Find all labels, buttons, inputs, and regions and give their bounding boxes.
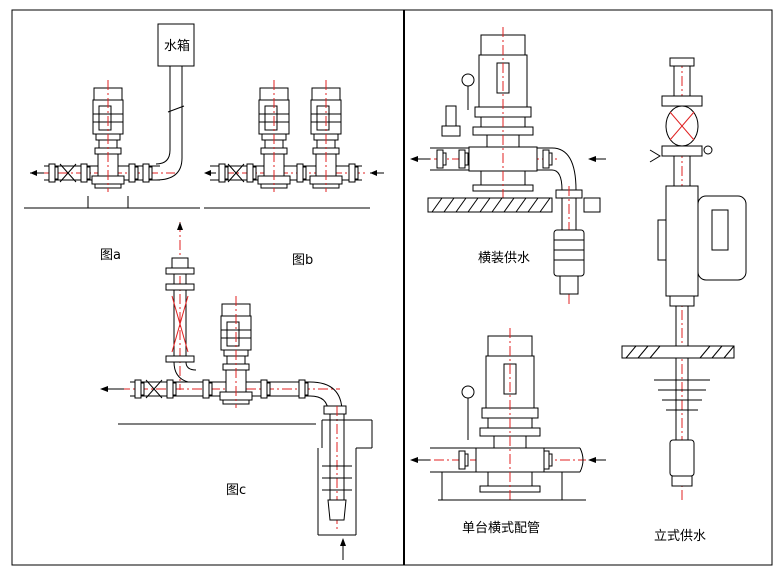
single-horizontal-piping: 单台横式配管 <box>410 327 606 536</box>
outer-frame <box>11 9 773 566</box>
tank-label: 水箱 <box>164 38 190 54</box>
pump-single <box>475 327 545 501</box>
pump-horizontal <box>468 26 538 200</box>
pump-b-1 <box>257 79 291 193</box>
horizontal-supply: 横装供水 <box>410 26 606 306</box>
vertical-supply-label: 立式供水 <box>654 529 706 544</box>
vertical-supply: 立式供水 <box>621 57 747 544</box>
horizontal-supply-label: 横装供水 <box>478 251 530 266</box>
figure-c: 图c <box>100 222 373 560</box>
fig-c-label: 图c <box>226 483 246 498</box>
figure-b: 图b <box>204 79 384 268</box>
floor-slab-2 <box>621 345 735 359</box>
pump-b-2 <box>309 79 343 193</box>
pump-a <box>91 79 125 193</box>
water-tank <box>157 23 195 67</box>
figure-a: 水箱 图a <box>24 23 200 263</box>
fig-a-label: 图a <box>100 248 121 263</box>
fig-b-label: 图b <box>292 253 313 268</box>
single-horizontal-label: 单台横式配管 <box>462 521 540 536</box>
pump-c <box>219 295 253 409</box>
